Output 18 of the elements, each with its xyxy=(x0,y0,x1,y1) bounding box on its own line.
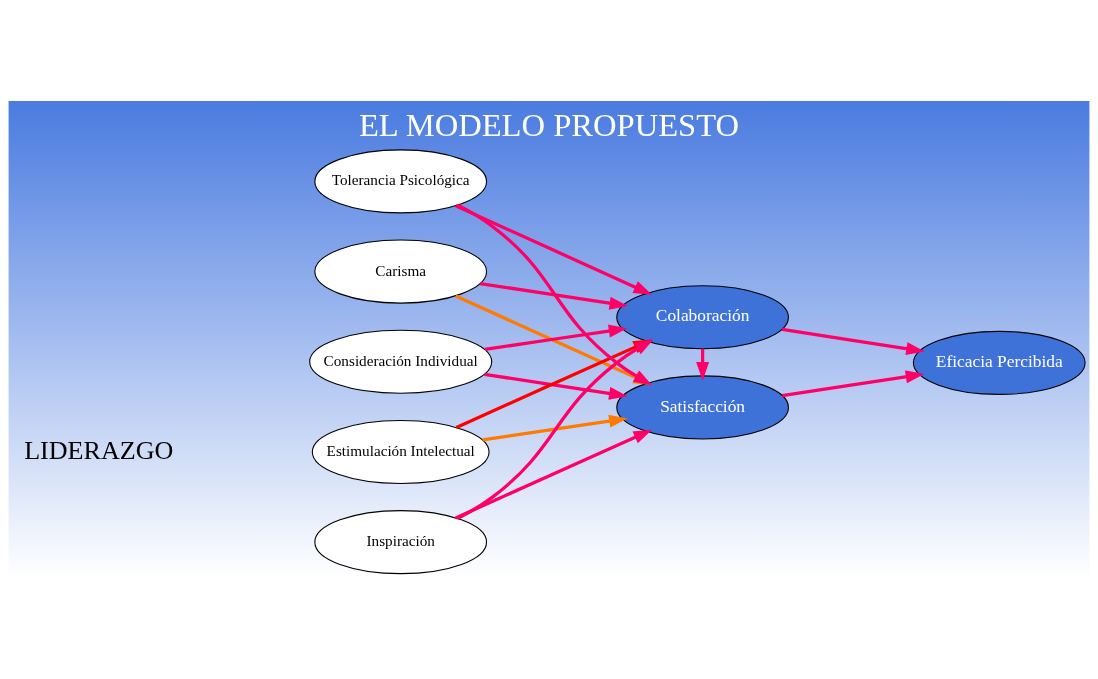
node-ellipse: Inspiración xyxy=(314,510,488,575)
arrow xyxy=(484,372,628,400)
node-ellipse: Carisma xyxy=(314,239,488,304)
node-ellipse: Estimulación Intelectual xyxy=(311,419,490,484)
arrow xyxy=(484,324,628,352)
node-ellipse: Tolerancia Psicológica xyxy=(314,149,488,214)
arrow xyxy=(455,429,653,520)
arrow xyxy=(455,204,652,295)
arrow xyxy=(479,281,628,310)
node-ellipse: Consideración Individual xyxy=(309,329,493,394)
node-ellipse: Eficacia Percibida xyxy=(912,330,1086,395)
arrow xyxy=(781,370,925,398)
label: LIDERAZGO xyxy=(24,435,174,465)
node-ellipse: Colaboración xyxy=(616,285,789,350)
arrow xyxy=(482,414,628,442)
arrow xyxy=(781,327,925,356)
node-ellipse: Satisfacción xyxy=(616,375,789,440)
diagram-title: EL MODELO PROPUESTO xyxy=(358,106,740,143)
